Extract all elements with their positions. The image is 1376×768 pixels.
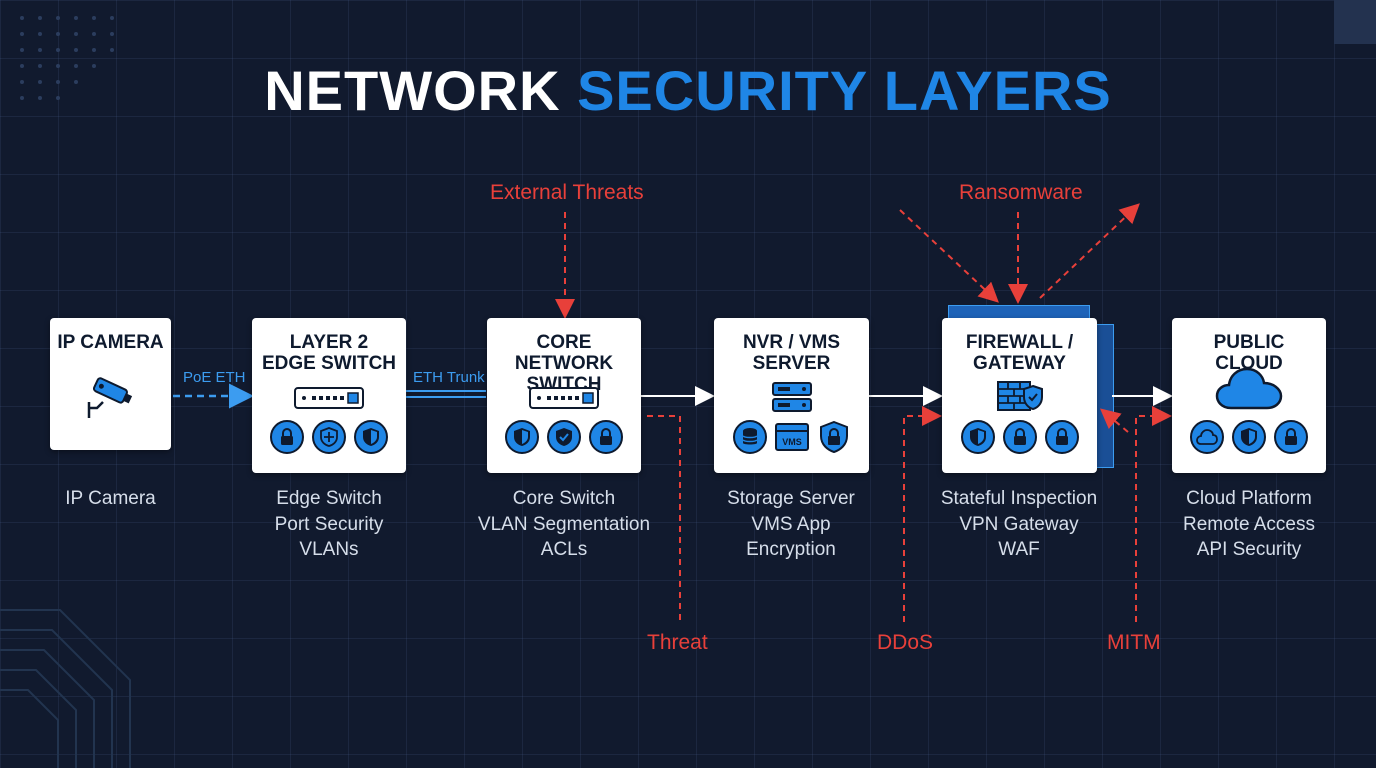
security-icons: VMS (714, 420, 869, 454)
lock-icon (589, 420, 623, 454)
desc-ip-camera: IP Camera (30, 486, 191, 512)
external-threats-label: External Threats (490, 181, 644, 204)
threat-line (647, 415, 681, 622)
desc-line: Encryption (746, 539, 836, 560)
node-firewall[interactable]: FIREWALL / GATEWAY (942, 318, 1097, 473)
desc-line: Edge Switch (276, 488, 382, 509)
shield-icon (505, 420, 539, 454)
node-title: PUBLIC CLOUD (1213, 332, 1285, 374)
desc-public-cloud: Cloud Platform Remote Access API Securit… (1154, 486, 1344, 563)
switch-icon (529, 387, 599, 409)
mitm-label: MITM (1107, 631, 1161, 654)
page-title: NETWORK SECURITY LAYERS (0, 58, 1376, 123)
node-public-cloud[interactable]: PUBLIC CLOUD (1172, 318, 1326, 473)
desc-line: API Security (1196, 539, 1302, 560)
server-icon (771, 382, 812, 412)
security-icons (942, 420, 1097, 454)
desc-line: VLANs (299, 539, 359, 560)
database-icon (732, 420, 767, 454)
mitm-back-arrow (1099, 408, 1129, 433)
vms-text: VMS (782, 437, 802, 447)
lock-icon (1002, 420, 1037, 454)
shield-icon (960, 420, 995, 454)
mitm-arrow (1135, 406, 1172, 622)
node-edge-switch[interactable]: LAYER 2 EDGE SWITCH (252, 318, 406, 473)
desc-line: Core Switch (512, 488, 616, 509)
desc-line: Storage Server (727, 488, 855, 509)
ransomware-out-arrow (1039, 203, 1140, 299)
node-nvr-server[interactable]: NVR / VMS SERVER VMS (714, 318, 869, 473)
node-title: NVR / VMS SERVER (742, 332, 841, 374)
switch-icon (294, 387, 364, 409)
node-title: LAYER 2 EDGE SWITCH (261, 332, 397, 374)
desc-firewall: Stateful Inspection VPN Gateway WAF (919, 486, 1119, 563)
desc-line: Port Security (274, 513, 384, 535)
node-ip-camera[interactable]: IP CAMERA (50, 318, 171, 450)
cloud-icon (1215, 367, 1283, 410)
desc-line: Remote Access (1183, 513, 1315, 535)
lock-icon (1274, 420, 1308, 454)
security-icons (252, 420, 406, 454)
lock-icon (1044, 420, 1079, 454)
poe-eth-label: PoE ETH (183, 369, 246, 386)
ddos-arrow (903, 406, 942, 622)
shield-icon (354, 420, 388, 454)
desc-line: ACLs (540, 539, 588, 560)
cloud-icon (1190, 420, 1224, 454)
node-title: IP CAMERA (57, 332, 164, 353)
shield-check-icon (547, 420, 581, 454)
shield-icon (1232, 420, 1266, 454)
lock-shield-icon (817, 420, 851, 454)
move-shield-icon (312, 420, 346, 454)
ransomware-label: Ransomware (959, 181, 1083, 204)
eth-trunk-label: ETH Trunk (413, 369, 485, 386)
desc-line: Cloud Platform (1186, 488, 1312, 509)
firewall-icon (996, 381, 1043, 411)
desc-line: IP Camera (65, 488, 156, 509)
desc-line: VMS App (751, 513, 831, 535)
title-part1: NETWORK (264, 59, 561, 122)
corner-decoration (1334, 0, 1376, 44)
vms-window-icon: VMS (774, 420, 809, 454)
desc-line: VPN Gateway (959, 513, 1079, 535)
node-title: FIREWALL / GATEWAY (965, 332, 1074, 374)
cctv-camera-icon (87, 377, 132, 418)
desc-line: WAF (998, 539, 1040, 560)
node-core-switch[interactable]: CORE NETWORK SWITCH (487, 318, 641, 473)
ddos-label: DDoS (877, 631, 934, 654)
desc-core-switch: Core Switch VLAN Segmentation ACLs (464, 486, 664, 563)
ransomware-left-arrow (899, 209, 999, 303)
security-icons (1172, 420, 1326, 454)
title-part2: SECURITY LAYERS (577, 59, 1112, 122)
security-icons (487, 420, 641, 454)
desc-line: VLAN Segmentation (477, 513, 651, 535)
desc-edge-switch: Edge Switch Port Security VLANs (234, 486, 424, 563)
desc-nvr-server: Storage Server VMS App Encryption (696, 486, 886, 563)
node-title: CORE NETWORK SWITCH (514, 332, 614, 395)
lock-icon (270, 420, 304, 454)
threat-label: Threat (647, 631, 708, 654)
desc-line: Stateful Inspection (940, 488, 1098, 509)
